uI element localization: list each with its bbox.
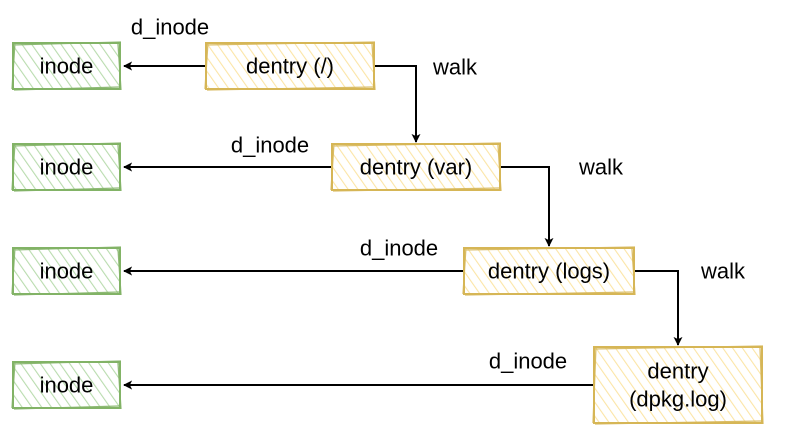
walk-label: walk <box>700 259 746 284</box>
nodes-layer: inode inode inode inode dentry (/) dentry (va… <box>11 41 764 425</box>
walk-arrow <box>500 166 554 247</box>
walk-arrow <box>634 270 683 346</box>
dentry-box-fill <box>206 43 374 89</box>
inode-label: inode <box>40 54 94 79</box>
dentry-label-line: (dpkg.log) <box>629 387 727 412</box>
dentry-box-sketch-stroke <box>462 246 636 296</box>
dentry-box[interactable]: dentry (dpkg.log) <box>592 345 764 425</box>
dentry-box-fill <box>332 144 500 190</box>
d-inode-label: d_inode <box>131 15 209 40</box>
dentry-label-line: dentry <box>647 359 708 384</box>
walk-label: walk <box>432 55 478 80</box>
inode-box[interactable]: inode <box>11 246 122 296</box>
walk-arrow <box>374 65 421 143</box>
d-inode-label: d_inode <box>231 133 309 158</box>
dentry-box[interactable]: dentry (/) <box>204 41 376 91</box>
dentry-label-line: dentry (var) <box>360 155 472 180</box>
inode-box[interactable]: inode <box>11 360 122 410</box>
dentry-box[interactable]: dentry (var) <box>330 142 502 192</box>
dentry-label-line: dentry (/) <box>246 54 334 79</box>
walk-label: walk <box>578 155 624 180</box>
inode-box-sketch-stroke <box>11 360 122 410</box>
inode-box-fill <box>13 43 120 89</box>
dentry-label-line: dentry (logs) <box>488 259 610 284</box>
d-inode-label: d_inode <box>360 236 438 261</box>
d-inode-label: d_inode <box>489 349 567 374</box>
inode-box-fill <box>13 248 120 294</box>
inode-label: inode <box>40 155 94 180</box>
dentry-box-sketch-stroke <box>330 142 502 192</box>
inode-box-fill <box>13 362 120 408</box>
inode-box[interactable]: inode <box>11 142 122 192</box>
inode-box-fill <box>13 144 120 190</box>
inode-box-sketch-stroke <box>11 41 122 91</box>
dentry-box[interactable]: dentry (logs) <box>462 246 636 296</box>
dentry-box-sketch-stroke <box>592 345 764 425</box>
inode-box-sketch-stroke <box>11 246 122 296</box>
inode-box-sketch-stroke <box>11 142 122 192</box>
inode-label: inode <box>40 373 94 398</box>
dentry-box-fill <box>464 248 634 294</box>
dentry-box-fill <box>594 347 762 423</box>
inode-box[interactable]: inode <box>11 41 122 91</box>
inode-label: inode <box>40 259 94 284</box>
dentry-box-sketch-stroke <box>204 41 376 91</box>
